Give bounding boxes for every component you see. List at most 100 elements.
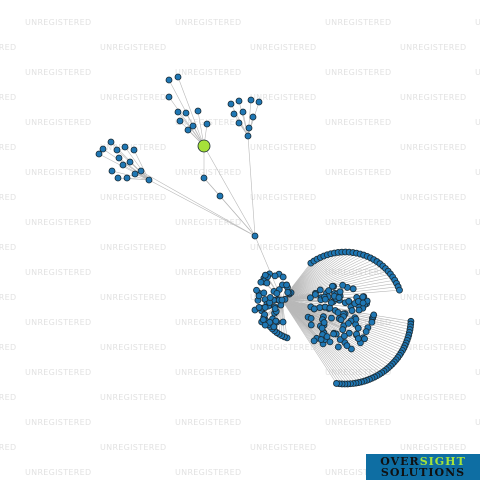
network-edge bbox=[281, 299, 354, 384]
network-edge bbox=[281, 256, 368, 301]
cluster-node bbox=[307, 315, 315, 322]
network-edge bbox=[118, 157, 150, 181]
cluster-node bbox=[272, 317, 280, 325]
cluster-node bbox=[339, 281, 347, 289]
cluster-node bbox=[310, 337, 318, 345]
arc-node bbox=[396, 286, 403, 294]
left-fan-node bbox=[99, 145, 107, 153]
bridge-node bbox=[216, 192, 224, 200]
cluster-node bbox=[266, 294, 274, 301]
cluster-node bbox=[345, 329, 353, 337]
left-fan-node bbox=[126, 158, 134, 166]
network-edge bbox=[281, 299, 351, 308]
network-edge bbox=[281, 299, 344, 327]
cluster-node bbox=[325, 287, 333, 295]
cluster-node bbox=[279, 318, 287, 326]
upper-fan-node bbox=[174, 108, 182, 116]
network-edge bbox=[247, 135, 256, 237]
cluster-node bbox=[310, 305, 318, 313]
logo-word-sight: SIGHT bbox=[419, 455, 466, 468]
cluster-node bbox=[273, 289, 281, 297]
network-edge bbox=[124, 146, 150, 181]
cluster-node bbox=[355, 306, 363, 314]
left-fan-node bbox=[131, 170, 139, 178]
cluster-node bbox=[334, 343, 342, 351]
highlighted-node bbox=[197, 139, 211, 153]
network-edge bbox=[281, 299, 325, 334]
bridge-node bbox=[200, 174, 208, 182]
upper-fan-node bbox=[194, 107, 202, 115]
cluster-node bbox=[255, 304, 263, 311]
hub-node bbox=[251, 232, 259, 240]
network-edge bbox=[281, 254, 364, 301]
top-right-fan-node bbox=[235, 119, 243, 127]
network-edge bbox=[177, 76, 205, 147]
cluster-node bbox=[348, 307, 356, 314]
left-fan-node bbox=[114, 174, 122, 182]
upper-fan-node bbox=[203, 120, 211, 128]
left-fan-node bbox=[119, 161, 127, 169]
top-right-fan-node bbox=[235, 97, 243, 105]
left-fan-node bbox=[137, 167, 145, 175]
top-right-fan-node bbox=[239, 108, 247, 116]
network-edge bbox=[148, 179, 256, 237]
cluster-node bbox=[261, 321, 269, 329]
cluster-node bbox=[321, 295, 329, 303]
cluster-node bbox=[354, 335, 362, 343]
cluster-node bbox=[343, 342, 351, 350]
network-edge bbox=[281, 257, 371, 301]
logo-word-over: OVER bbox=[380, 455, 420, 468]
cluster-node bbox=[361, 335, 368, 343]
cluster-node bbox=[320, 319, 328, 326]
cluster-node bbox=[359, 299, 367, 307]
cluster-node bbox=[311, 291, 319, 298]
upper-fan-node bbox=[176, 117, 184, 125]
cluster-node bbox=[261, 304, 269, 311]
left-fan-node bbox=[115, 154, 123, 162]
left-fan-node bbox=[145, 176, 153, 184]
cluster-node bbox=[317, 336, 325, 343]
cluster-node bbox=[334, 309, 342, 316]
cluster-node bbox=[261, 271, 269, 279]
network-edge bbox=[281, 299, 343, 330]
cluster-node bbox=[328, 314, 335, 322]
cluster-node bbox=[253, 286, 260, 294]
network-edge bbox=[281, 263, 381, 301]
network-edge bbox=[281, 299, 337, 384]
cluster-node bbox=[306, 294, 314, 302]
cluster-node bbox=[316, 286, 324, 294]
cluster-node bbox=[279, 273, 287, 281]
network-edge bbox=[281, 253, 361, 301]
cluster-node bbox=[323, 333, 331, 341]
left-fan-node bbox=[123, 174, 131, 182]
cluster-node bbox=[260, 289, 268, 297]
cluster-node bbox=[257, 278, 265, 286]
upper-fan-node bbox=[182, 109, 190, 117]
top-right-fan-node bbox=[249, 113, 257, 121]
cluster-node bbox=[327, 299, 335, 307]
left-fan-node bbox=[130, 146, 138, 154]
network-edge bbox=[281, 261, 378, 301]
top-right-fan-node bbox=[230, 110, 238, 118]
left-fan-node bbox=[107, 138, 115, 146]
cluster-node bbox=[340, 332, 348, 340]
cluster-node bbox=[339, 326, 347, 334]
cluster-node bbox=[349, 285, 357, 293]
logo-line-1: OVERSIGHT bbox=[366, 456, 480, 467]
cluster-node bbox=[326, 304, 334, 312]
cluster-node bbox=[270, 323, 278, 331]
oversight-solutions-logo: OVERSIGHT SOLUTIONS bbox=[366, 454, 480, 480]
network-edge bbox=[281, 299, 317, 339]
cluster-node bbox=[255, 292, 263, 300]
upper-fan-node bbox=[184, 126, 192, 134]
cluster-node bbox=[335, 294, 343, 301]
cluster-node bbox=[336, 288, 344, 296]
network-edge bbox=[281, 296, 325, 301]
cluster-node bbox=[329, 282, 336, 290]
top-right-fan-node bbox=[247, 96, 255, 104]
network-edge bbox=[168, 96, 205, 147]
network-edge bbox=[203, 145, 256, 237]
network-edge bbox=[126, 177, 150, 181]
network-edge bbox=[133, 149, 150, 181]
